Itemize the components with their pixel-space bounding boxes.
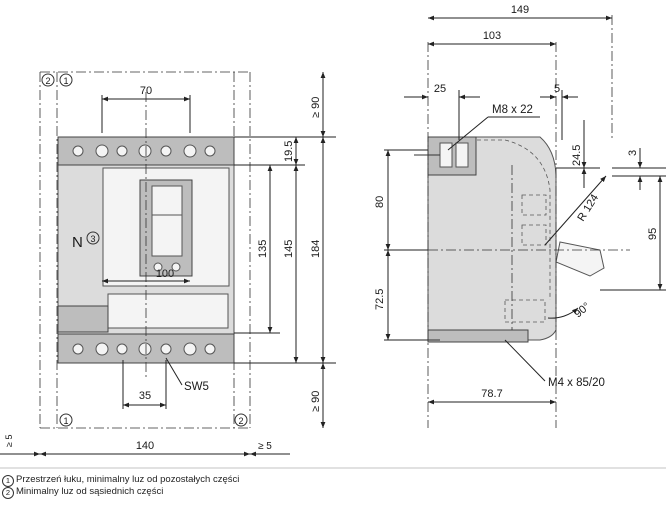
dim-r124 bbox=[544, 175, 607, 246]
side-view: 149 103 25 5 M8 x 22 24.5 3 R 124 bbox=[374, 4, 666, 428]
ref-circle-3 bbox=[86, 231, 100, 245]
dim-103-label: 103 bbox=[483, 30, 501, 42]
legend-num-1: 1 bbox=[2, 475, 14, 487]
dim-145-label: 145 bbox=[283, 240, 295, 258]
dim-24-5-label: 24.5 bbox=[571, 145, 583, 166]
dim-ge90-bottom-label: ≥ 90 bbox=[310, 391, 322, 412]
legend-num-2: 2 bbox=[2, 487, 14, 499]
dim-25-label: 25 bbox=[434, 83, 446, 95]
dim-r124-label: R 124 bbox=[575, 192, 601, 223]
dim-35-label: 35 bbox=[139, 390, 151, 402]
dim-135-label: 135 bbox=[257, 240, 269, 258]
cover-contour bbox=[470, 139, 551, 300]
legend-text-1: Przestrzeń łuku, minimalny luz od pozost… bbox=[16, 474, 240, 485]
angle-arc bbox=[547, 307, 579, 319]
sw5-leader bbox=[165, 357, 183, 386]
dim-149-label: 149 bbox=[511, 4, 529, 16]
dim-184-label: 184 bbox=[310, 240, 322, 258]
trip-unit bbox=[107, 293, 229, 329]
dim-ge5-left-label: ≥ 5 bbox=[4, 435, 14, 447]
dim-70-label: 70 bbox=[140, 85, 152, 97]
ref-circle-2-top bbox=[41, 73, 55, 87]
dim-19-5-label: 19.5 bbox=[283, 141, 295, 162]
m8-leader bbox=[447, 116, 489, 151]
dim-78-7-label: 78.7 bbox=[481, 388, 502, 400]
bottom-terminal-side bbox=[427, 329, 529, 343]
svg-text:2: 2 bbox=[45, 76, 50, 86]
side-module bbox=[57, 305, 109, 333]
legend-text-2: Minimalny luz od sąsiednich części bbox=[16, 486, 164, 497]
m8-label: M8 x 22 bbox=[492, 104, 533, 116]
svg-text:3: 3 bbox=[90, 234, 95, 244]
ref-circle-1-bottom bbox=[59, 413, 73, 427]
ref-circle-1-top bbox=[59, 73, 73, 87]
dim-100-label: 100 bbox=[156, 268, 174, 280]
dim-72-5-label: 72.5 bbox=[374, 289, 386, 310]
bottom-terminals bbox=[72, 342, 216, 356]
m4-leader bbox=[504, 339, 546, 382]
sw5-label: SW5 bbox=[184, 381, 209, 393]
dim-ge90-top-label: ≥ 90 bbox=[310, 97, 322, 118]
svg-text:1: 1 bbox=[63, 76, 68, 86]
side-handle bbox=[555, 241, 605, 277]
ref-circle-2-bottom bbox=[234, 413, 248, 427]
dim-ge5-right-label: ≥ 5 bbox=[258, 441, 272, 452]
svg-text:1: 1 bbox=[63, 416, 68, 426]
dim-95-label: 95 bbox=[647, 228, 659, 240]
dim-80-label: 80 bbox=[374, 196, 386, 208]
svg-text:2: 2 bbox=[238, 416, 243, 426]
angle-label: 90° bbox=[572, 300, 592, 320]
front-view: 70 100 35 SW5 N 3 2 1 1 2 140 ≥ 5 ≥ 5 bbox=[0, 71, 336, 457]
m4-label: M4 x 85/20 bbox=[548, 377, 605, 389]
dim-140-label: 140 bbox=[136, 440, 154, 452]
neutral-label: N bbox=[72, 234, 83, 251]
handle-lever bbox=[151, 185, 183, 257]
top-terminals bbox=[72, 144, 216, 158]
dim-5-label: 5 bbox=[554, 83, 560, 95]
dim-3-label: 3 bbox=[627, 150, 639, 156]
